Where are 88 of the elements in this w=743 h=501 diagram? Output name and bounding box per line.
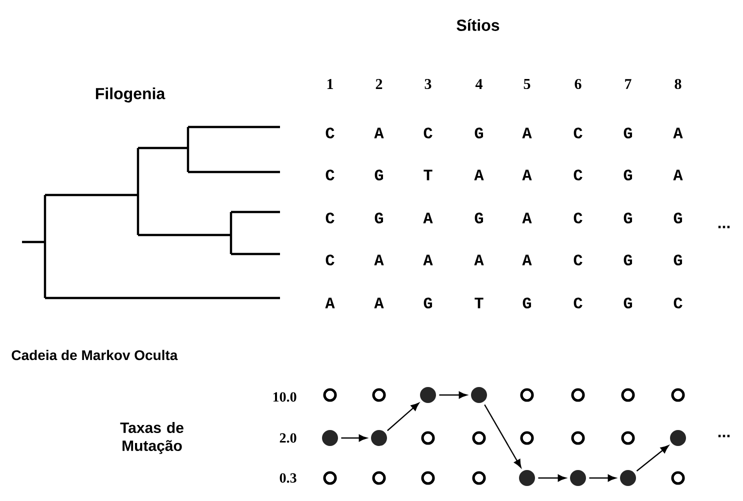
hollow-circle	[621, 388, 635, 402]
nucleotide-letter: A	[474, 254, 484, 266]
nucleotide-letter: G	[624, 170, 632, 180]
arrow	[538, 474, 566, 482]
nucleotide-letter: G	[522, 298, 532, 308]
hollow-circle	[671, 471, 685, 485]
rate-value: 10.0	[273, 392, 296, 402]
ellipsis: ...	[718, 226, 730, 228]
arrow	[636, 445, 669, 472]
section-heading: Cadeia de Markov Oculta	[12, 350, 178, 360]
hollow-circle	[671, 388, 685, 402]
nucleotide-letter: C	[574, 298, 582, 308]
hollow-circle	[372, 471, 386, 485]
nucleotide-letter: G	[674, 254, 682, 266]
axis-label: Taxas de Mutação	[120, 422, 184, 454]
hollow-circle	[421, 431, 435, 445]
nucleotide-letter: C	[574, 212, 582, 224]
nucleotide-letter: G	[624, 298, 632, 308]
hollow-circle	[621, 431, 635, 445]
nucleotide-letter: C	[424, 128, 432, 138]
nucleotide-letter: C	[574, 170, 582, 180]
column-heading: Sítios	[456, 19, 500, 31]
nucleotide-letter: G	[374, 170, 384, 180]
nucleotide-letter: C	[574, 254, 582, 266]
arrow	[341, 434, 368, 442]
hollow-circle	[520, 388, 534, 402]
ellipsis: ...	[718, 434, 730, 438]
hollow-circle	[323, 388, 337, 402]
hollow-circle	[571, 388, 585, 402]
nucleotide-letter: C	[574, 128, 582, 138]
hollow-circle	[421, 471, 435, 485]
nucleotide-letter: C	[326, 170, 334, 180]
filled-dot	[519, 470, 535, 486]
tree-heading: Filogenia	[96, 88, 166, 102]
nucleotide-letter: A	[374, 254, 384, 266]
filled-dot	[620, 470, 636, 486]
nucleotide-letter: G	[374, 212, 384, 224]
site-number: 6	[574, 78, 582, 90]
site-number: 8	[674, 78, 682, 90]
nucleotide-letter: A	[522, 128, 532, 138]
rate-value: 2.0	[280, 433, 296, 443]
rate-value: 0.3	[280, 473, 296, 483]
filled-dot	[420, 387, 436, 403]
filled-dot	[570, 470, 586, 486]
nucleotide-letter: A	[522, 170, 532, 180]
nucleotide-letter: G	[674, 212, 682, 224]
hollow-circle	[571, 431, 585, 445]
nucleotide-letter: C	[674, 298, 682, 308]
nucleotide-letter: A	[522, 254, 532, 266]
nucleotide-letter: A	[673, 128, 683, 138]
nucleotide-letter: A	[474, 170, 484, 180]
nucleotide-letter: T	[474, 298, 484, 308]
hollow-circle	[520, 431, 534, 445]
site-number: 5	[524, 79, 530, 89]
site-number: 1	[327, 79, 333, 89]
nucleotide-letter: G	[624, 212, 632, 224]
nucleotide-letter: G	[474, 128, 484, 138]
arrow	[589, 474, 616, 482]
nucleotide-letter: G	[424, 298, 432, 308]
site-number: 7	[625, 79, 632, 89]
nucleotide-letter: G	[624, 128, 632, 138]
hollow-circle	[472, 471, 486, 485]
arrow	[439, 391, 468, 399]
site-number: 2	[376, 79, 382, 89]
arrow	[387, 402, 420, 432]
site-number: 4	[475, 79, 482, 89]
hollow-circle	[472, 431, 486, 445]
site-number: 3	[424, 78, 432, 90]
arrow	[484, 404, 522, 468]
nucleotide-letter: A	[423, 254, 433, 266]
nucleotide-letter: A	[522, 212, 532, 224]
hollow-circle	[372, 388, 386, 402]
filled-dot	[322, 430, 338, 446]
nucleotide-letter: C	[326, 128, 334, 138]
nucleotide-letter: A	[374, 298, 384, 308]
filled-dot	[670, 430, 686, 446]
nucleotide-letter: A	[374, 128, 384, 138]
nucleotide-letter: G	[474, 212, 484, 224]
nucleotide-letter: C	[326, 212, 334, 224]
nucleotide-letter: T	[424, 170, 432, 180]
filled-dot	[471, 387, 487, 403]
nucleotide-letter: A	[325, 298, 335, 308]
filled-dot	[371, 430, 387, 446]
nucleotide-letter: C	[326, 254, 334, 266]
nucleotide-letter: A	[423, 212, 433, 224]
hollow-circle	[323, 471, 337, 485]
nucleotide-letter: G	[624, 254, 632, 266]
nucleotide-letter: A	[673, 170, 683, 180]
